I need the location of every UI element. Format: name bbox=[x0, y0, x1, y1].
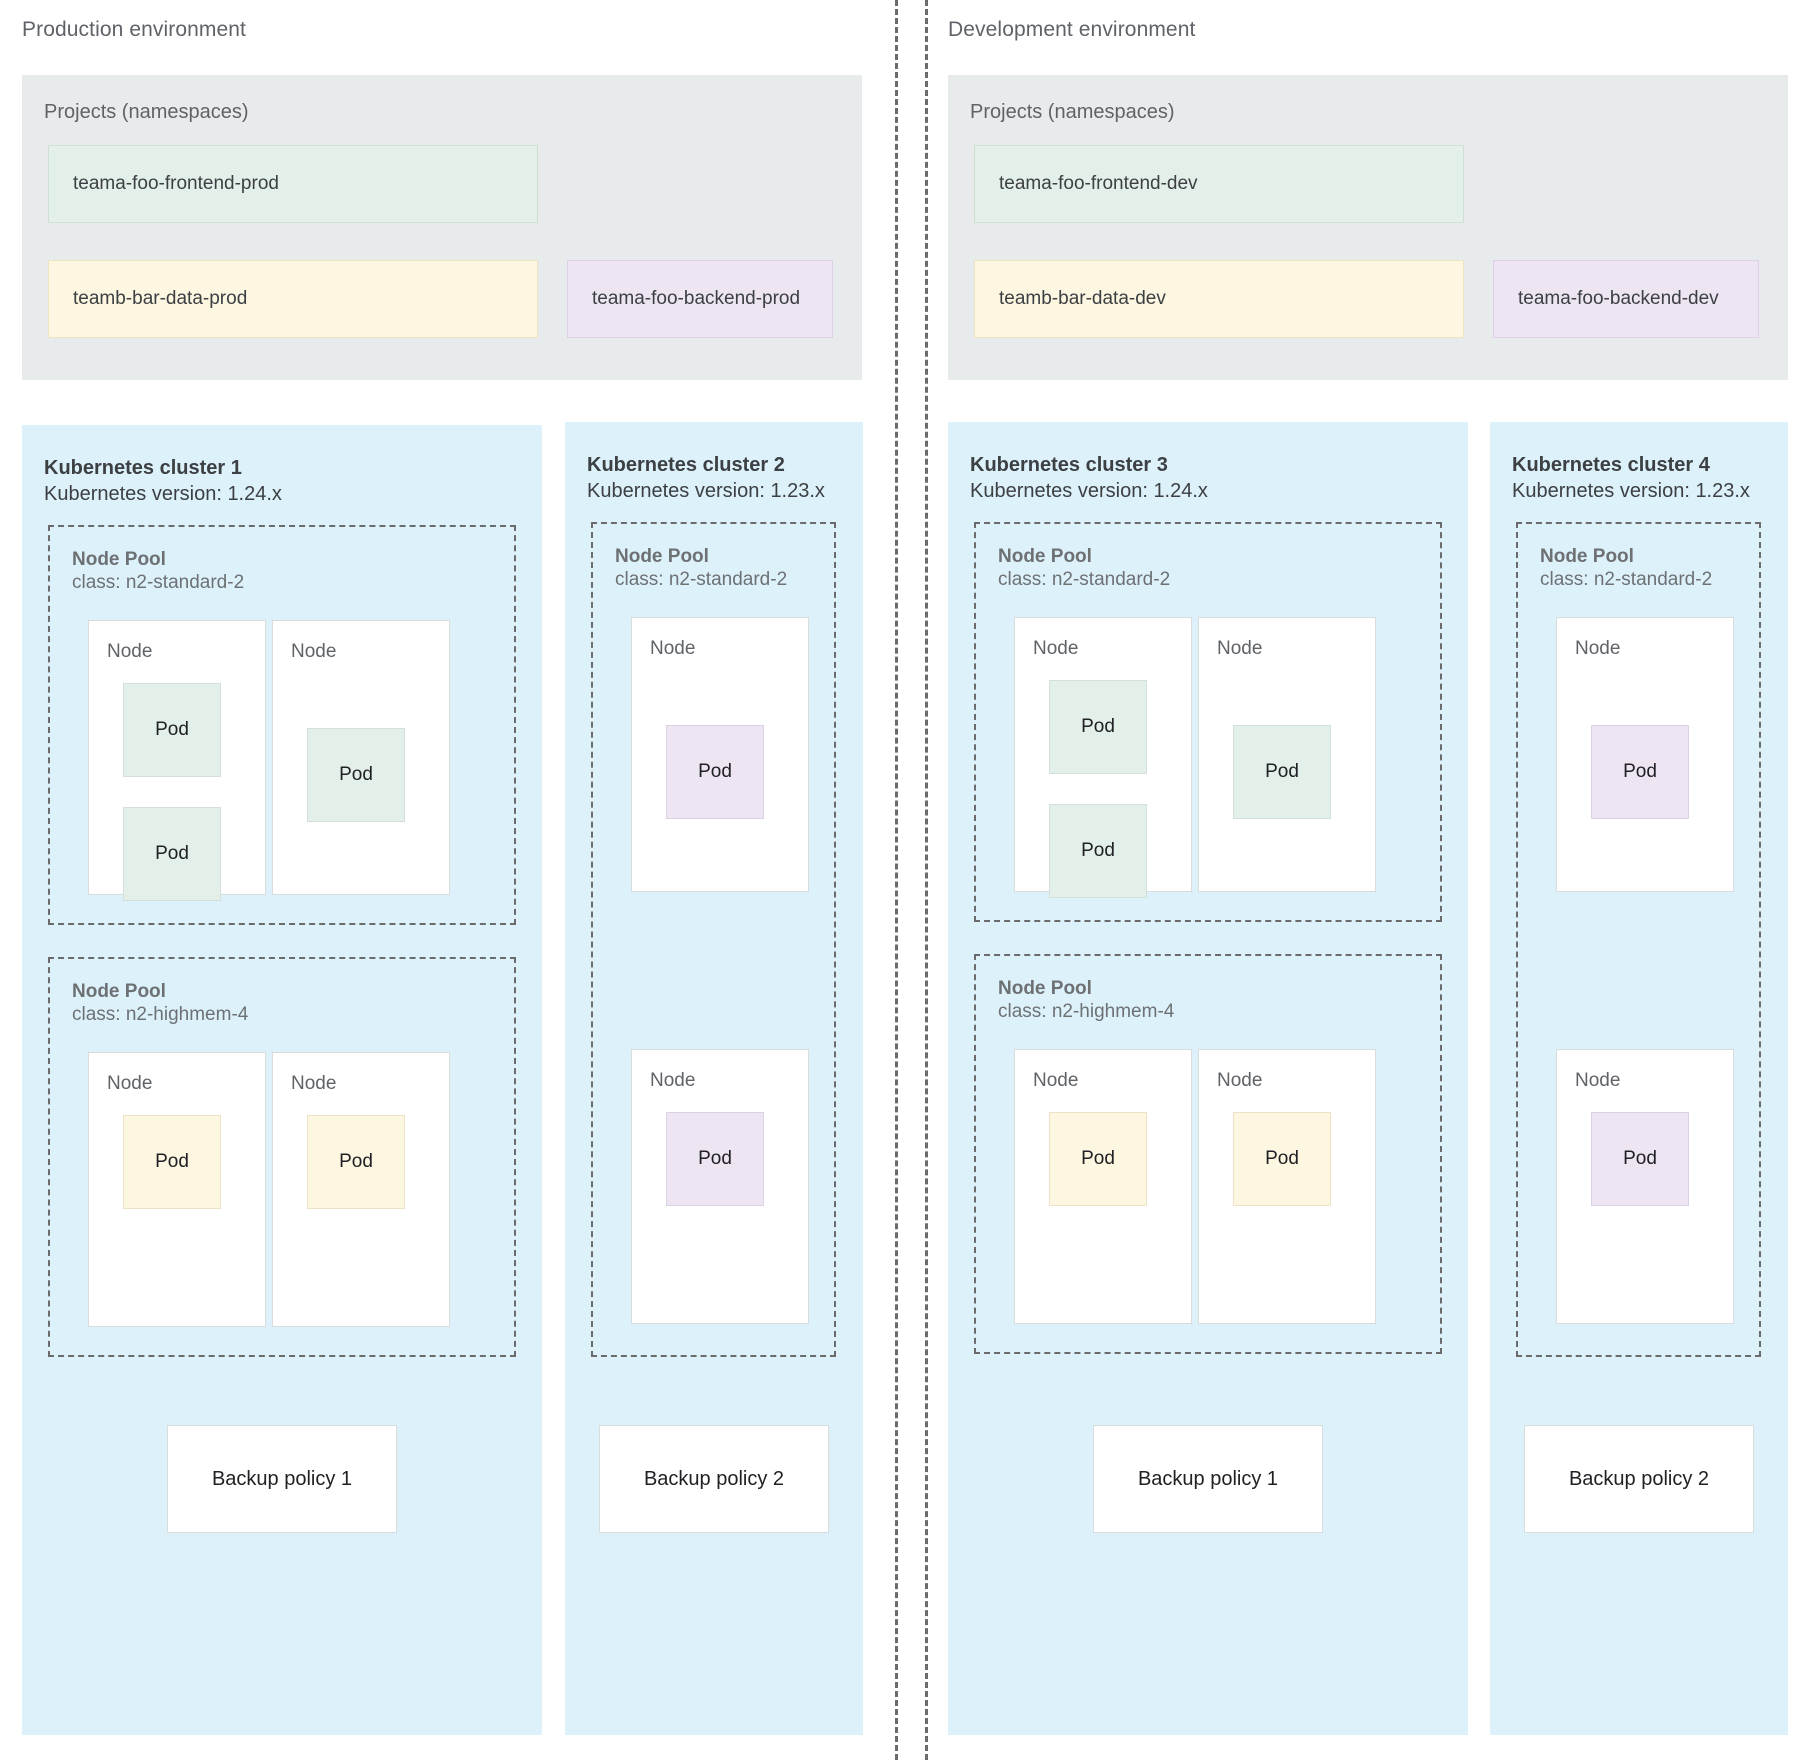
namespaces-panel-title: Projects (namespaces) bbox=[970, 101, 1175, 123]
development-namespaces-panel: Projects (namespaces) teama-foo-frontend… bbox=[948, 75, 1788, 380]
node-pool-class: class: n2-highmem-4 bbox=[998, 1001, 1175, 1022]
cluster-4-backup-policy[interactable]: Backup policy 2 bbox=[1524, 1425, 1754, 1533]
kubernetes-cluster-2[interactable]: Kubernetes cluster 2 Kubernetes version:… bbox=[565, 422, 863, 1735]
pod[interactable]: Pod bbox=[1591, 725, 1689, 819]
node-pool-class: class: n2-standard-2 bbox=[72, 572, 245, 593]
cluster-3-backup-policy[interactable]: Backup policy 1 bbox=[1093, 1425, 1323, 1533]
production-namespaces-panel: Projects (namespaces) teama-foo-frontend… bbox=[22, 75, 862, 380]
node-label: Node bbox=[107, 1073, 153, 1094]
pod[interactable]: Pod bbox=[1233, 1112, 1331, 1206]
cluster-1-pool-1-node-1[interactable]: Node Pod Pod bbox=[88, 620, 266, 901]
cluster-4-version: Kubernetes version: 1.23.x bbox=[1512, 480, 1750, 502]
node-pool-title: Node Pool bbox=[72, 549, 166, 570]
namespaces-panel-title: Projects (namespaces) bbox=[44, 101, 249, 123]
node-label: Node bbox=[650, 1070, 696, 1091]
cluster-3-version: Kubernetes version: 1.24.x bbox=[970, 480, 1208, 502]
node-pool-title: Node Pool bbox=[998, 546, 1092, 567]
kubernetes-cluster-1[interactable]: Kubernetes cluster 1 Kubernetes version:… bbox=[22, 425, 542, 1735]
pod[interactable]: Pod bbox=[307, 728, 405, 822]
cluster-3-node-pool-1: Node Pool class: n2-standard-2 Node Pod … bbox=[974, 522, 1442, 922]
cluster-1-title: Kubernetes cluster 1 bbox=[44, 457, 242, 479]
pod[interactable]: Pod bbox=[307, 1115, 405, 1209]
namespace-box-frontend-prod[interactable]: teama-foo-frontend-prod bbox=[48, 145, 538, 223]
cluster-1-pool-2-node-2[interactable]: Node Pod bbox=[272, 1052, 450, 1327]
node-pool-title: Node Pool bbox=[1540, 546, 1634, 567]
kubernetes-cluster-4[interactable]: Kubernetes cluster 4 Kubernetes version:… bbox=[1490, 422, 1788, 1735]
cluster-3-title: Kubernetes cluster 3 bbox=[970, 454, 1168, 476]
node-label: Node bbox=[1575, 1070, 1621, 1091]
pod[interactable]: Pod bbox=[666, 1112, 764, 1206]
node-pool-class: class: n2-standard-2 bbox=[998, 569, 1171, 590]
node-pool-title: Node Pool bbox=[615, 546, 709, 567]
cluster-3-pool-1-node-2[interactable]: Node Pod bbox=[1198, 617, 1376, 892]
cluster-1-node-pool-2: Node Pool class: n2-highmem-4 Node Pod N… bbox=[48, 957, 516, 1357]
namespace-box-backend-dev[interactable]: teama-foo-backend-dev bbox=[1493, 260, 1759, 338]
environment-divider-right bbox=[925, 0, 928, 1760]
pod[interactable]: Pod bbox=[123, 683, 221, 777]
node-label: Node bbox=[1033, 638, 1079, 659]
cluster-2-pool-1-node-2[interactable]: Node Pod bbox=[631, 1049, 809, 1324]
node-label: Node bbox=[1217, 638, 1263, 659]
cluster-1-backup-policy[interactable]: Backup policy 1 bbox=[167, 1425, 397, 1533]
pod[interactable]: Pod bbox=[1233, 725, 1331, 819]
cluster-2-pool-1-node-1[interactable]: Node Pod bbox=[631, 617, 809, 892]
environment-divider-left bbox=[895, 0, 898, 1760]
cluster-1-node-pool-1: Node Pool class: n2-standard-2 Node Pod … bbox=[48, 525, 516, 925]
namespace-box-frontend-dev[interactable]: teama-foo-frontend-dev bbox=[974, 145, 1464, 223]
node-label: Node bbox=[1575, 638, 1621, 659]
cluster-3-pool-2-node-2[interactable]: Node Pod bbox=[1198, 1049, 1376, 1324]
namespace-box-backend-prod[interactable]: teama-foo-backend-prod bbox=[567, 260, 833, 338]
namespace-box-data-prod[interactable]: teamb-bar-data-prod bbox=[48, 260, 538, 338]
pod[interactable]: Pod bbox=[666, 725, 764, 819]
node-label: Node bbox=[291, 641, 337, 662]
cluster-1-pool-1-node-2[interactable]: Node Pod bbox=[272, 620, 450, 895]
development-environment-title: Development environment bbox=[948, 18, 1196, 41]
node-label: Node bbox=[291, 1073, 337, 1094]
cluster-1-version: Kubernetes version: 1.24.x bbox=[44, 483, 282, 505]
pod[interactable]: Pod bbox=[1049, 680, 1147, 774]
node-pool-class: class: n2-highmem-4 bbox=[72, 1004, 249, 1025]
pod[interactable]: Pod bbox=[123, 807, 221, 901]
pod[interactable]: Pod bbox=[1591, 1112, 1689, 1206]
node-label: Node bbox=[107, 641, 153, 662]
node-label: Node bbox=[1033, 1070, 1079, 1091]
cluster-2-title: Kubernetes cluster 2 bbox=[587, 454, 785, 476]
cluster-3-pool-1-node-1[interactable]: Node Pod Pod bbox=[1014, 617, 1192, 898]
namespace-box-data-dev[interactable]: teamb-bar-data-dev bbox=[974, 260, 1464, 338]
cluster-1-pool-2-node-1[interactable]: Node Pod bbox=[88, 1052, 266, 1327]
kubernetes-cluster-3[interactable]: Kubernetes cluster 3 Kubernetes version:… bbox=[948, 422, 1468, 1735]
node-label: Node bbox=[650, 638, 696, 659]
cluster-2-version: Kubernetes version: 1.23.x bbox=[587, 480, 825, 502]
pod[interactable]: Pod bbox=[123, 1115, 221, 1209]
node-pool-title: Node Pool bbox=[998, 978, 1092, 999]
cluster-4-pool-1-node-2[interactable]: Node Pod bbox=[1556, 1049, 1734, 1324]
cluster-4-title: Kubernetes cluster 4 bbox=[1512, 454, 1710, 476]
pod[interactable]: Pod bbox=[1049, 804, 1147, 898]
node-pool-title: Node Pool bbox=[72, 981, 166, 1002]
production-environment-title: Production environment bbox=[22, 18, 246, 41]
cluster-4-node-pool-1: Node Pool class: n2-standard-2 Node Pod … bbox=[1516, 522, 1761, 1357]
cluster-2-node-pool-1: Node Pool class: n2-standard-2 Node Pod … bbox=[591, 522, 836, 1357]
node-pool-class: class: n2-standard-2 bbox=[1540, 569, 1713, 590]
node-pool-class: class: n2-standard-2 bbox=[615, 569, 788, 590]
cluster-3-pool-2-node-1[interactable]: Node Pod bbox=[1014, 1049, 1192, 1324]
node-label: Node bbox=[1217, 1070, 1263, 1091]
pod[interactable]: Pod bbox=[1049, 1112, 1147, 1206]
cluster-3-node-pool-2: Node Pool class: n2-highmem-4 Node Pod N… bbox=[974, 954, 1442, 1354]
cluster-2-backup-policy[interactable]: Backup policy 2 bbox=[599, 1425, 829, 1533]
cluster-4-pool-1-node-1[interactable]: Node Pod bbox=[1556, 617, 1734, 892]
